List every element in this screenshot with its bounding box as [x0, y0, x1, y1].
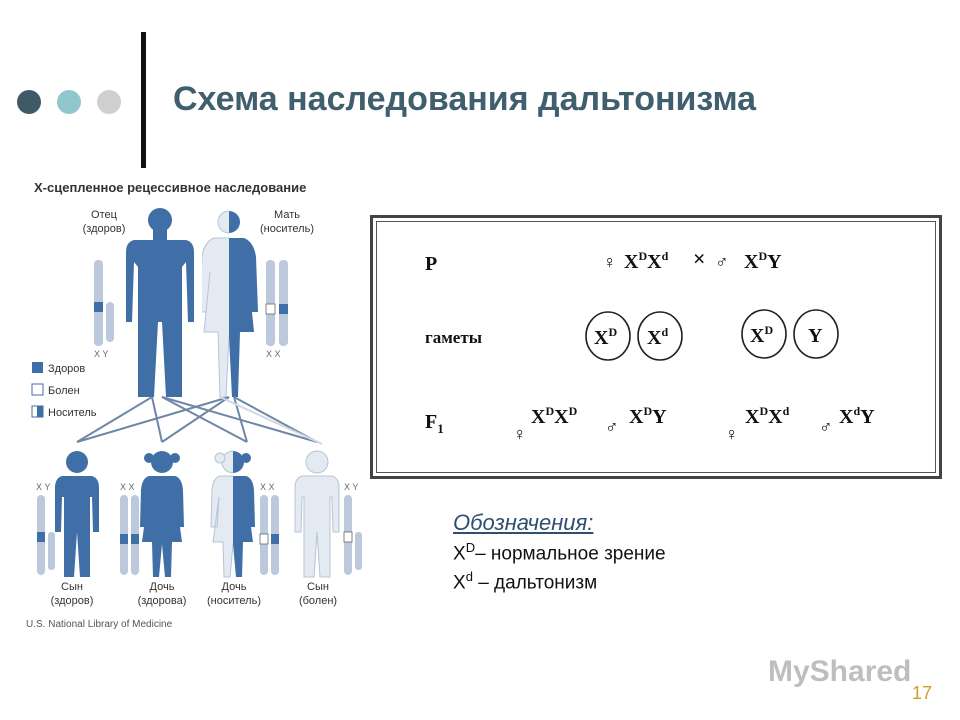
son-affected-chromosomes: X Y — [343, 482, 362, 575]
row-f1-label: F1 — [425, 411, 444, 436]
row-gametes-label: гаметы — [425, 328, 482, 347]
child-son-affected — [294, 450, 340, 578]
female-sign: ♀ — [603, 252, 617, 272]
son-healthy-chrom-label: X Y — [36, 482, 50, 492]
father-figure — [126, 208, 194, 397]
f1-offspring: ♀ XDXD ♂ XDY ♀ XDXd ♂ XdY — [513, 404, 875, 444]
child-3-status: (носитель) — [207, 595, 261, 607]
f1-female-sign-2: ♀ — [725, 424, 739, 444]
child-daughter-carrier — [210, 450, 255, 578]
child-2-status: (здорова) — [138, 595, 187, 607]
daughter-carrier-chrom-label: X X — [260, 482, 275, 492]
father-chrom-label: X Y — [94, 349, 108, 359]
page-number: 17 — [912, 683, 933, 703]
gamete-xrec-mother: Xd — [647, 325, 668, 349]
legend-healthy: Здоров — [48, 363, 85, 375]
daughter-carrier-chromosomes: X X — [259, 482, 279, 575]
f1-genotype-4: XdY — [839, 404, 875, 428]
child-1-label: Сын — [61, 581, 83, 593]
decor-dot-dark — [17, 90, 41, 114]
f1-genotype-1: XDXD — [531, 404, 578, 428]
son-healthy-chromosomes: X Y — [36, 482, 55, 575]
child-4-label: Сын — [307, 581, 329, 593]
mother-label: Мать — [274, 209, 300, 221]
f1-male-sign-2: ♂ — [819, 417, 833, 437]
legend-affected: Болен — [48, 385, 80, 397]
gametes: XD Xd XD Y — [585, 309, 839, 361]
cross-sign: × — [693, 246, 706, 271]
decor-dot-grey — [97, 90, 121, 114]
legend-carrier: Носитель — [48, 407, 97, 419]
designation-normal-vision: XD– нормальное зрение — [453, 540, 666, 565]
gamete-y-father: Y — [808, 325, 823, 347]
pedigree-legend: Здоров Болен Носитель — [31, 362, 97, 419]
father-status: (здоров) — [83, 223, 126, 235]
gamete-xd-mother: XD — [594, 325, 617, 349]
image-credit: U.S. National Library of Medicine — [26, 619, 173, 630]
child-daughter-healthy — [140, 451, 184, 577]
watermark: MyShared — [768, 655, 912, 688]
designations-legend: Обозначения: XD– нормальное зрение Xd – … — [453, 510, 666, 595]
row-p-label: P — [425, 253, 437, 275]
designations-heading: Обозначения: — [453, 510, 594, 535]
pedigree-heading: Х-сцепленное рецессивное наследование — [34, 180, 306, 195]
mother-status: (носитель) — [260, 223, 314, 235]
gamete-xd-father: XD — [750, 323, 773, 347]
pedigree-diagram: Х-сцепленное рецессивное наследование От… — [22, 172, 370, 634]
mother-chromosomes: X X — [265, 260, 288, 359]
mother-genotype: XDXd — [624, 249, 669, 273]
f1-male-sign-1: ♂ — [605, 417, 619, 437]
f1-genotype-2: XDY — [629, 404, 667, 428]
pedigree-svg: Х-сцепленное рецессивное наследование От… — [26, 180, 362, 630]
f1-genotype-3: XDXd — [745, 404, 790, 428]
title-divider — [141, 32, 146, 168]
slide-title: Схема наследования дальтонизма — [173, 80, 757, 118]
daughter-healthy-chromosomes: X X — [120, 482, 139, 575]
daughter-healthy-chrom-label: X X — [120, 482, 135, 492]
male-sign: ♂ — [715, 252, 729, 272]
cross-scheme: P гаметы F1 ♀ XDXd × ♂ XDY XD Xd XD Y ♀ … — [370, 215, 942, 479]
father-chromosomes: X Y — [94, 260, 114, 359]
p-cross: ♀ XDXd × ♂ XDY — [603, 246, 782, 273]
inheritance-lines — [76, 396, 318, 443]
child-3-label: Дочь — [222, 581, 247, 593]
child-4-status: (болен) — [299, 595, 337, 607]
mother-chrom-label: X X — [266, 349, 281, 359]
designation-color-blindness: Xd – дальтонизм — [453, 569, 598, 594]
f1-female-sign-1: ♀ — [513, 424, 527, 444]
cross-scheme-svg: P гаметы F1 ♀ XDXd × ♂ XDY XD Xd XD Y ♀ … — [425, 246, 875, 444]
child-son-healthy — [55, 451, 99, 577]
son-affected-chrom-label: X Y — [344, 482, 358, 492]
mother-figure — [202, 210, 258, 398]
child-2-label: Дочь — [150, 581, 175, 593]
father-genotype: XDY — [744, 249, 782, 273]
father-label: Отец — [91, 209, 118, 221]
decor-dot-teal — [57, 90, 81, 114]
child-1-status: (здоров) — [51, 595, 94, 607]
